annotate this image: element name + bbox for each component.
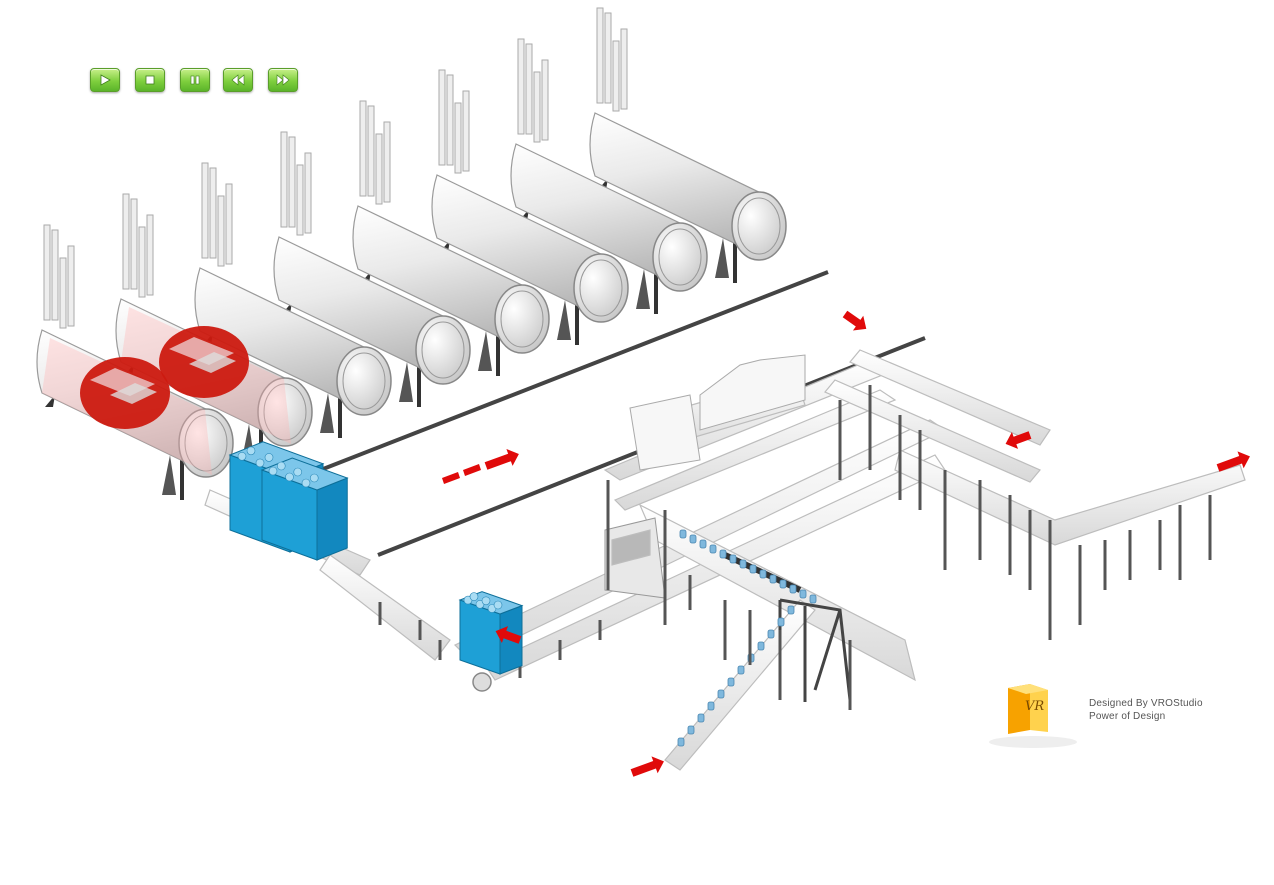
brand-tagline: Power of Design [1089, 711, 1166, 722]
vro-logo-icon: VR [989, 684, 1077, 748]
crate [458, 591, 524, 675]
flow-arrow [1216, 451, 1250, 472]
brand-block: VR Designed By VROStudio Power of Design [988, 680, 1228, 750]
flow-arrow [630, 756, 664, 777]
flow-arrows [442, 310, 1250, 777]
fast-forward-button[interactable] [268, 68, 298, 92]
stop-button[interactable] [135, 68, 165, 92]
storage-tanks [36, 7, 787, 500]
pause-button[interactable] [180, 68, 210, 92]
conveyor-supports [378, 385, 1212, 710]
crates [228, 441, 524, 675]
tank [194, 162, 392, 438]
tank [36, 224, 234, 500]
tank [352, 100, 550, 376]
brand-designer: Designed By VROStudio [1089, 698, 1203, 709]
stop-icon [145, 75, 155, 85]
pause-icon [190, 75, 200, 85]
play-icon [100, 74, 111, 86]
play-button[interactable] [90, 68, 120, 92]
flow-arrow [842, 310, 867, 331]
flow-arrow [1005, 431, 1032, 449]
rewind-icon [231, 74, 245, 86]
tank [273, 131, 471, 407]
rewind-button[interactable] [223, 68, 253, 92]
tank [510, 38, 708, 314]
tank [589, 7, 787, 283]
fast-forward-icon [276, 74, 290, 86]
flow-arrow [495, 626, 522, 644]
flow-arrow [484, 448, 519, 470]
crate [260, 457, 349, 561]
svg-text:VR: VR [1025, 699, 1044, 714]
